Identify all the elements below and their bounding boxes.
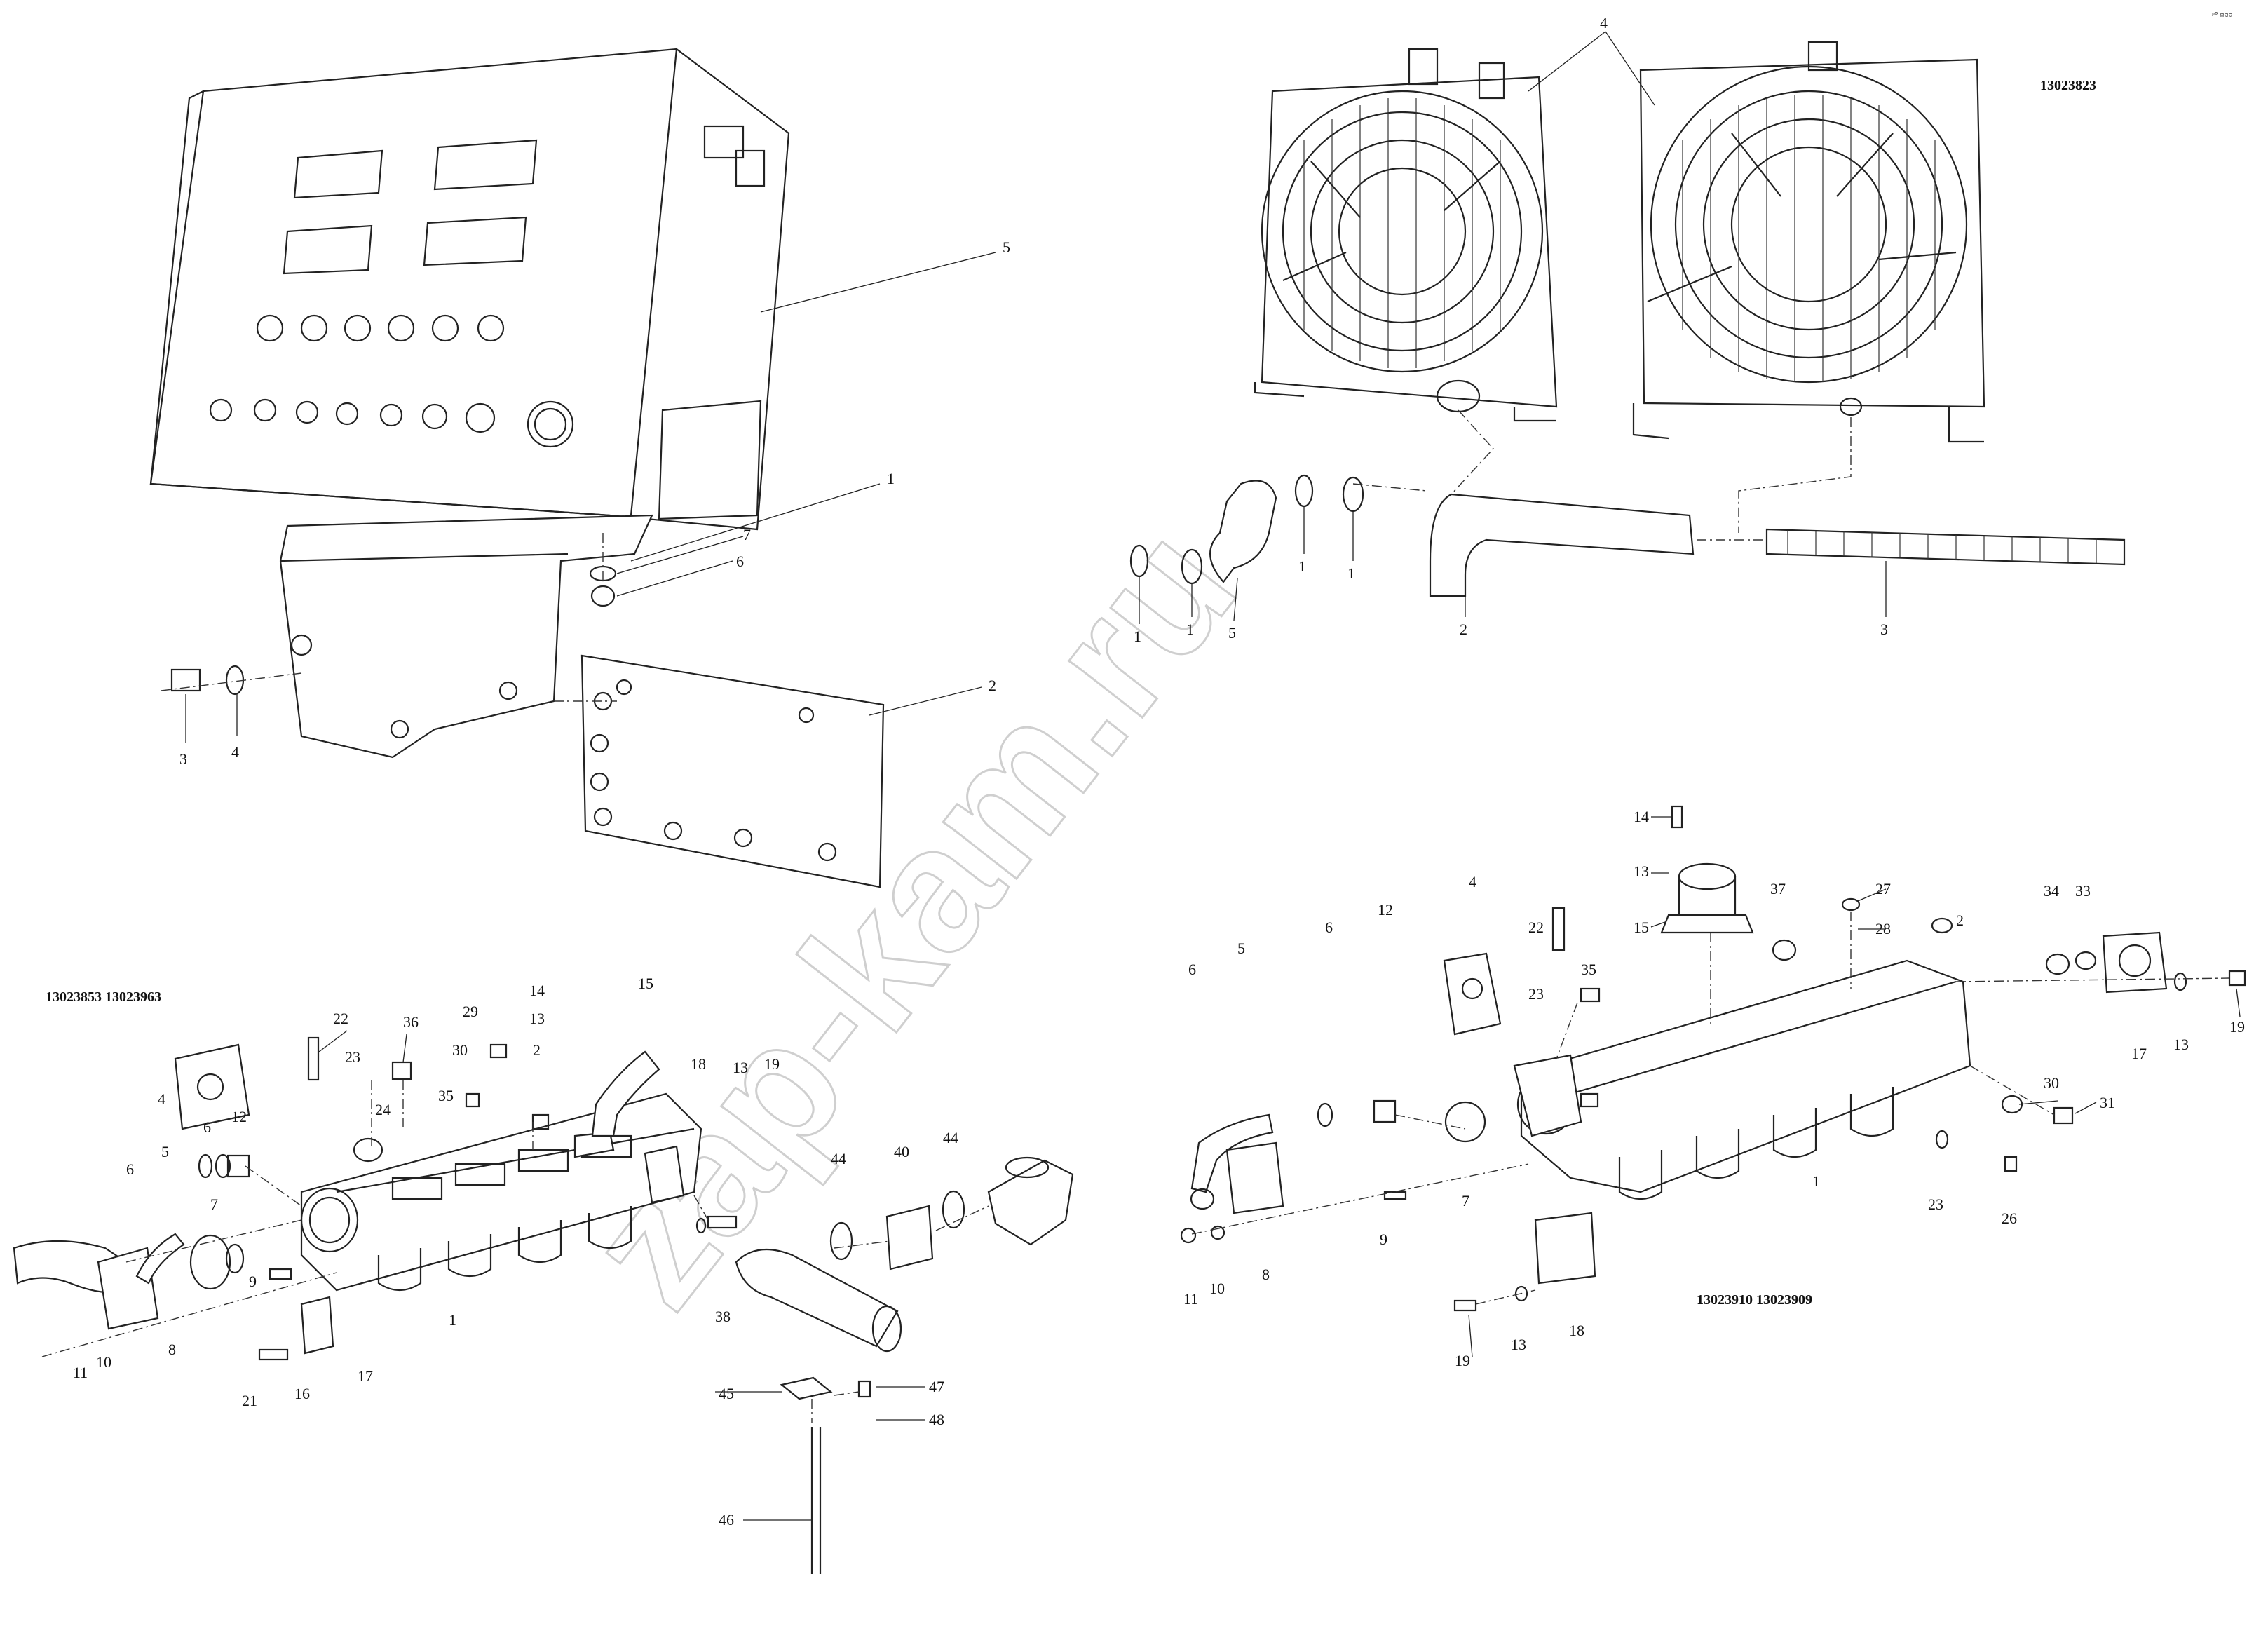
callout-label: 6	[1325, 919, 1333, 936]
callout-label: 13	[1511, 1336, 1526, 1353]
callout-label: 9	[249, 1273, 257, 1290]
callout-label: 2	[989, 677, 996, 694]
callout-label: 6	[736, 553, 744, 570]
callout-label: 19	[2229, 1018, 2245, 1036]
callout-label: 5	[1237, 940, 1245, 957]
callout-label: 45	[719, 1385, 734, 1402]
callout-label: 3	[179, 750, 187, 768]
callout-label: 6	[203, 1118, 211, 1136]
callout-label: 15	[638, 975, 653, 992]
callout-label: 13	[529, 1010, 545, 1027]
callout-label: 16	[294, 1385, 310, 1402]
callout-label: 38	[715, 1308, 731, 1325]
callout-label: 11	[1183, 1290, 1198, 1308]
callout-label: 13	[733, 1059, 748, 1076]
callout-label: 29	[463, 1003, 478, 1020]
callout-label: 22	[333, 1010, 348, 1027]
callout-label: 26	[2002, 1210, 2017, 1227]
callout-label: 48	[929, 1411, 944, 1428]
callout-label: 1	[449, 1311, 456, 1329]
callout-label: 46	[719, 1511, 734, 1529]
callout-label: 12	[231, 1108, 247, 1125]
callout-label: 1	[1186, 621, 1194, 638]
callout-label: 36	[403, 1013, 419, 1031]
callout-label: 47	[929, 1378, 944, 1395]
callout-label: 5	[161, 1143, 169, 1160]
callout-label: 10	[96, 1353, 111, 1371]
callout-label: 33	[2075, 882, 2091, 900]
callout-label: 24	[375, 1101, 391, 1118]
callout-label: 12	[1378, 901, 1393, 919]
callout-label: 44	[943, 1129, 958, 1146]
callout-label: 34	[2044, 882, 2059, 900]
callout-label: 40	[894, 1143, 909, 1160]
callout-label: 4	[1600, 14, 1608, 32]
callout-label: 30	[452, 1041, 468, 1059]
callout-label: 1	[1812, 1172, 1820, 1190]
callout-label: 7	[743, 526, 751, 543]
callout-label: 22	[1528, 919, 1544, 936]
callout-label: 4	[231, 743, 239, 761]
callout-label: 9	[1380, 1231, 1387, 1248]
part-code-label: 13023823	[2040, 78, 2096, 93]
callout-label: 1	[1134, 628, 1141, 645]
callout-label: 13	[2173, 1036, 2189, 1053]
callout-label: 8	[168, 1341, 176, 1358]
callout-label: 19	[1455, 1352, 1470, 1369]
callout-label: 35	[438, 1087, 454, 1104]
corner-mark: ᵖ° ¤¤¤	[2212, 10, 2233, 20]
callout-label: 30	[2044, 1074, 2059, 1092]
callout-label: 10	[1209, 1280, 1225, 1297]
callout-label: 18	[1569, 1322, 1584, 1339]
callout-label: 1	[1347, 564, 1355, 582]
callout-label: 2	[533, 1041, 541, 1059]
callout-label: 11	[73, 1364, 88, 1381]
manifold-right-assembly: 13023910 13023909	[1180, 805, 2246, 1369]
callout-label: 4	[1469, 873, 1476, 890]
callout-label: 21	[242, 1392, 257, 1409]
callout-label: 44	[831, 1150, 846, 1167]
callout-label: 15	[1634, 919, 1649, 936]
callout-label: 6	[1188, 961, 1196, 978]
callout-label: 18	[691, 1055, 706, 1073]
callout-label: 37	[1770, 880, 1786, 897]
callout-label: 23	[1528, 985, 1544, 1003]
callout-label: 23	[345, 1048, 360, 1066]
part-code-label: 13023853 13023963	[46, 989, 161, 1005]
callout-label: 4	[158, 1090, 165, 1108]
callout-label: 1	[887, 470, 895, 487]
callout-label: 14	[529, 982, 545, 999]
callout-label: 13	[1634, 862, 1649, 880]
callout-label: 1	[1298, 557, 1306, 575]
callout-label: 19	[764, 1055, 780, 1073]
callout-label: 2	[1460, 621, 1467, 638]
radiator-assembly: 13023823	[1129, 14, 2126, 645]
callout-label: 6	[126, 1160, 134, 1178]
callout-label: 5	[1228, 624, 1236, 642]
callout-label: 14	[1634, 808, 1649, 825]
callout-label: 17	[358, 1367, 373, 1385]
manifold-left-assembly: 13023853 13023963	[13, 975, 1074, 1574]
callout-label: 23	[1928, 1195, 1943, 1213]
control-panel-assembly: 5 1 7 6 2 3 4	[149, 48, 1010, 888]
callout-label: 35	[1581, 961, 1596, 978]
callout-label: 27	[1875, 880, 1891, 897]
callout-label: 8	[1262, 1266, 1270, 1283]
callout-label: 3	[1880, 621, 1888, 638]
callout-label: 17	[2131, 1045, 2147, 1062]
callout-label: 31	[2100, 1094, 2115, 1111]
callout-label: 5	[1003, 238, 1010, 256]
callout-label: 7	[210, 1195, 218, 1213]
callout-label: 7	[1462, 1192, 1469, 1210]
callout-label: 2	[1956, 912, 1964, 929]
part-code-label: 13023910 13023909	[1697, 1292, 1812, 1308]
